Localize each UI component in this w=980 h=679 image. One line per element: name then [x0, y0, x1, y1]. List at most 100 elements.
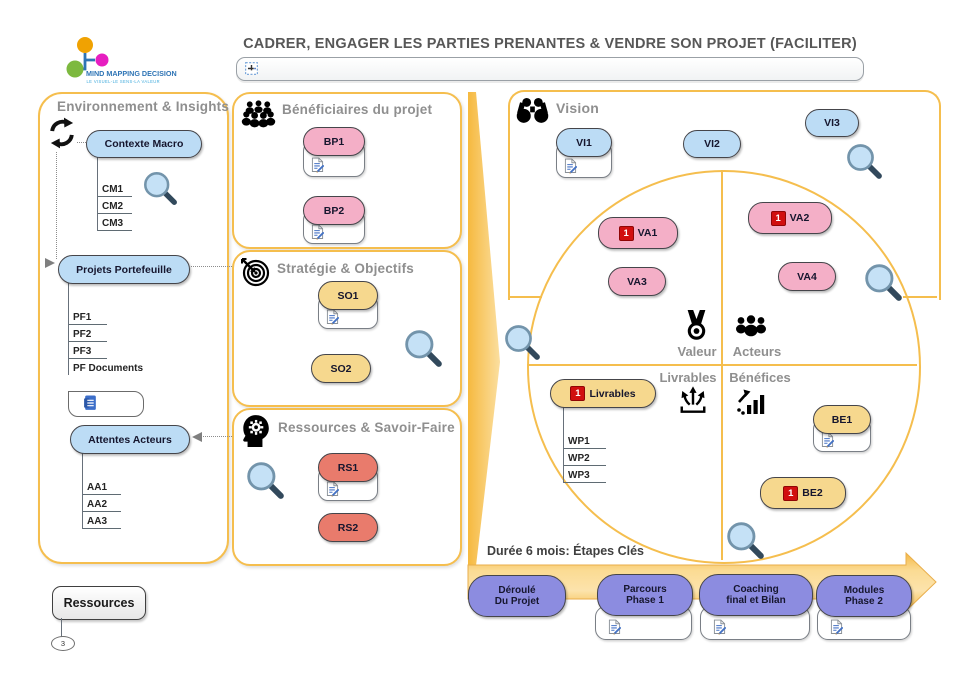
node-label: Coaching: [733, 583, 779, 595]
collapsed-topic-bar[interactable]: [236, 57, 864, 81]
list-item[interactable]: WP2: [564, 449, 606, 466]
card-vi1[interactable]: VI1: [556, 128, 612, 178]
logo-brand-text: MIND MAPPING DECISION: [86, 69, 177, 78]
magnifier-icon: [725, 520, 765, 560]
quadrant-divider-horizontal: [527, 364, 917, 366]
list-portefeuille: PF1 PF2 PF3 PF Documents: [68, 282, 144, 375]
list-item[interactable]: PF3: [69, 342, 107, 359]
logo-tagline-text: LE VISUEL-LE SENS-LA VALEUR: [87, 79, 161, 84]
funnel-triangle: [468, 92, 500, 566]
node-vi3[interactable]: VI3: [805, 109, 859, 137]
magnifier-icon: [403, 328, 443, 368]
beneficiaires-title: Bénéficiaires du projet: [282, 102, 433, 117]
node-label: Parcours: [623, 583, 667, 595]
head-gears-icon: [240, 414, 270, 448]
card-so1[interactable]: SO1: [318, 281, 378, 329]
ressources-button[interactable]: Ressources: [52, 586, 146, 620]
valeur-label: Valeur: [677, 344, 717, 359]
document-pencil-icon: [311, 224, 324, 240]
magnifier-icon: [863, 262, 903, 302]
priority-badge: 1: [570, 386, 586, 401]
card-rs1[interactable]: RS1: [318, 453, 378, 501]
document-pencil-icon: [311, 157, 324, 173]
node-label: Attentes Acteurs: [88, 433, 172, 446]
node-vi2[interactable]: VI2: [683, 130, 741, 158]
pf-documents-card[interactable]: [68, 391, 144, 417]
list-item[interactable]: AA3: [83, 512, 121, 529]
node-va2[interactable]: 1 VA2: [748, 202, 832, 234]
list-item[interactable]: AA2: [83, 495, 121, 512]
document-pencil-icon: [326, 481, 339, 497]
list-item[interactable]: PF Documents: [73, 363, 144, 374]
node-va1[interactable]: 1 VA1: [598, 217, 678, 249]
node-step-coaching[interactable]: Coaching final et Bilan: [699, 574, 813, 616]
node-label: RS1: [337, 461, 359, 474]
node-attentes-acteurs[interactable]: Attentes Acteurs: [70, 425, 190, 454]
node-label: Livrables: [589, 387, 636, 400]
card-bp2[interactable]: BP2: [303, 196, 365, 244]
savoir-faire-title: Ressources & Savoir-Faire: [278, 420, 455, 435]
list-item[interactable]: CM3: [98, 214, 132, 231]
magnifier-icon: [245, 460, 285, 500]
node-step-parcours[interactable]: Parcours Phase 1: [597, 574, 693, 616]
node-label: RS2: [337, 521, 359, 534]
node-label: VI3: [824, 117, 840, 129]
node-bp1[interactable]: BP1: [303, 127, 365, 156]
list-item[interactable]: AA1: [83, 478, 121, 495]
node-projets-portefeuille[interactable]: Projets Portefeuille: [58, 255, 190, 284]
node-so2[interactable]: SO2: [311, 354, 371, 383]
card-be1[interactable]: BE1: [813, 405, 871, 452]
node-label: VA2: [789, 212, 810, 224]
document-pencil-icon: [830, 619, 843, 635]
node-step-deroule[interactable]: Déroulé Du Projet: [468, 575, 566, 617]
medal-icon: [684, 310, 709, 341]
list-item[interactable]: PF2: [69, 325, 107, 342]
connector-arrow-right: [45, 258, 55, 268]
document-pencil-icon: [608, 619, 621, 635]
acteurs-label: Acteurs: [732, 344, 782, 359]
node-label: final et Bilan: [726, 595, 786, 606]
node-step-modules[interactable]: Modules Phase 2: [816, 575, 912, 617]
magnifier-icon: [142, 170, 178, 206]
vision-panel: [508, 90, 941, 300]
list-item[interactable]: WP1: [564, 432, 606, 449]
collapsed-count-badge[interactable]: 3: [51, 636, 75, 651]
node-label: Modules: [843, 584, 885, 596]
quadrant-circle: [527, 170, 921, 564]
node-label: BE2: [802, 487, 823, 499]
document-pencil-icon: [326, 309, 339, 325]
node-be1[interactable]: BE1: [813, 405, 871, 434]
node-va3[interactable]: VA3: [608, 267, 666, 296]
list-item[interactable]: PF1: [69, 308, 107, 325]
list-contexte-macro: CM1 CM2 CM3: [97, 156, 132, 231]
benefices-label: Bénéfices: [729, 370, 791, 385]
node-label: BE1: [831, 413, 853, 426]
people-icon: [733, 313, 769, 340]
node-vi1[interactable]: VI1: [556, 128, 612, 157]
insert-topic-icon[interactable]: [245, 62, 258, 75]
node-label: Déroulé: [498, 584, 536, 596]
node-be2[interactable]: 1 BE2: [760, 477, 846, 509]
priority-badge: 1: [770, 210, 786, 226]
node-va4[interactable]: VA4: [778, 262, 836, 291]
connector-dotted: [56, 152, 57, 259]
list-item[interactable]: WP3: [564, 466, 606, 483]
environment-panel-title: Environnement & Insights: [57, 99, 230, 114]
node-livrables[interactable]: 1 Livrables: [550, 379, 656, 408]
list-livrables: WP1 WP2 WP3: [563, 406, 606, 483]
connector-dotted: [191, 266, 232, 267]
node-contexte-macro[interactable]: Contexte Macro: [86, 130, 202, 158]
list-item[interactable]: CM1: [98, 180, 132, 197]
node-rs2[interactable]: RS2: [318, 513, 378, 542]
list-attentes: AA1 AA2 AA3: [82, 452, 121, 529]
card-bp1[interactable]: BP1: [303, 127, 365, 177]
connector-dotted: [203, 436, 232, 437]
list-item[interactable]: CM2: [98, 197, 132, 214]
node-so1[interactable]: SO1: [318, 281, 378, 310]
node-rs1[interactable]: RS1: [318, 453, 378, 482]
document-pencil-icon: [821, 432, 834, 448]
node-bp2[interactable]: BP2: [303, 196, 365, 225]
node-label: VI2: [704, 138, 720, 150]
node-label: VA4: [797, 270, 817, 283]
